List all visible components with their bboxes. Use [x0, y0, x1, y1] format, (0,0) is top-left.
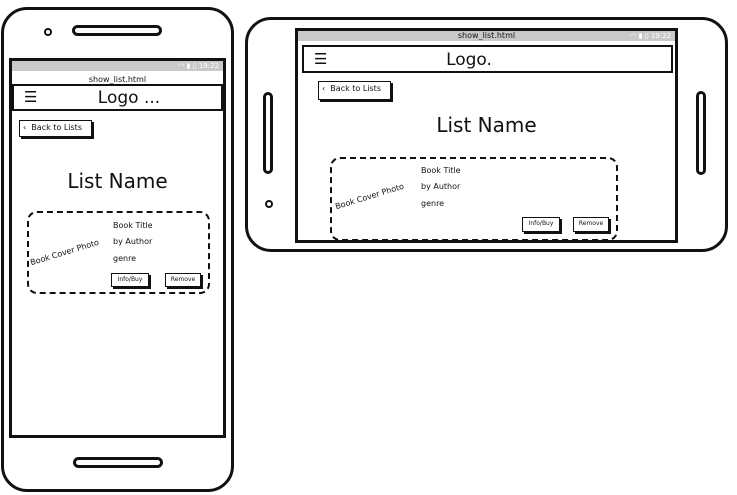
back-button-label: Back to Lists: [31, 123, 82, 132]
home-slot: [73, 457, 163, 468]
book-author: by Author: [113, 237, 153, 246]
wifi-icon: ◠: [630, 32, 637, 40]
landscape-right-slot: [696, 91, 706, 175]
logo-landscape[interactable]: Logo.: [446, 50, 492, 70]
signal-icon: ▮: [638, 32, 643, 40]
status-bar-landscape: ◠ ▮ ▯ 19:22 show_list.html: [298, 31, 675, 41]
book-card-landscape: Book Cover Photo Book Title by Author ge…: [330, 157, 618, 240]
remove-button[interactable]: Remove: [165, 273, 201, 287]
menu-icon[interactable]: ☰: [314, 50, 328, 68]
book-title: Book Title: [113, 221, 153, 230]
list-title: List Name: [67, 169, 168, 193]
book-title-landscape: Book Title: [421, 166, 461, 175]
status-time: 19:22: [198, 62, 219, 70]
book-cover-photo-landscape: Book Cover Photo: [334, 181, 406, 212]
list-title-landscape: List Name: [436, 113, 537, 137]
status-time: 19:22: [650, 32, 671, 40]
chevron-left-icon: ‹: [23, 123, 27, 132]
wifi-icon: ◠: [178, 62, 185, 70]
back-to-lists-button-landscape[interactable]: ‹ Back to Lists: [318, 81, 391, 100]
info-buy-button-landscape[interactable]: Info/Buy: [522, 217, 560, 232]
status-icons: ◠ ▮ ▯ 19:22: [178, 61, 219, 71]
portrait-screen: ◠ ▮ ▯ 19:22 show_list.html ☰ Logo ... ‹ …: [9, 58, 226, 438]
book-genre-landscape: genre: [421, 199, 445, 208]
page-url: show_list.html: [88, 75, 147, 84]
logo[interactable]: Logo ...: [97, 88, 161, 108]
landscape-left-slot: [263, 92, 273, 174]
landscape-screen: ◠ ▮ ▯ 19:22 show_list.html ☰ Logo. ‹ Bac…: [295, 28, 678, 243]
book-genre: genre: [113, 254, 137, 263]
front-camera-dot: [44, 28, 52, 36]
header-bar-landscape: ☰ Logo.: [302, 45, 673, 73]
book-card: Book Cover Photo Book Title by Author ge…: [27, 211, 210, 294]
signal-icon: ▮: [186, 62, 191, 70]
battery-icon: ▯: [192, 62, 197, 70]
menu-icon[interactable]: ☰: [24, 88, 38, 106]
info-buy-button[interactable]: Info/Buy: [111, 273, 149, 287]
earpiece-slot: [72, 25, 162, 36]
book-author-landscape: by Author: [421, 182, 461, 191]
landscape-camera-dot: [265, 200, 273, 208]
back-button-label-landscape: Back to Lists: [330, 84, 381, 93]
book-cover-photo: Book Cover Photo: [29, 237, 101, 268]
page-url-landscape: show_list.html: [457, 31, 516, 40]
remove-button-landscape[interactable]: Remove: [573, 217, 609, 232]
chevron-left-icon: ‹: [322, 84, 326, 93]
status-bar: ◠ ▮ ▯ 19:22: [12, 61, 223, 71]
status-icons-landscape: ◠ ▮ ▯ 19:22: [630, 31, 671, 41]
header-bar: ☰ Logo ...: [12, 84, 223, 111]
back-to-lists-button[interactable]: ‹ Back to Lists: [19, 120, 92, 137]
battery-icon: ▯: [644, 32, 649, 40]
